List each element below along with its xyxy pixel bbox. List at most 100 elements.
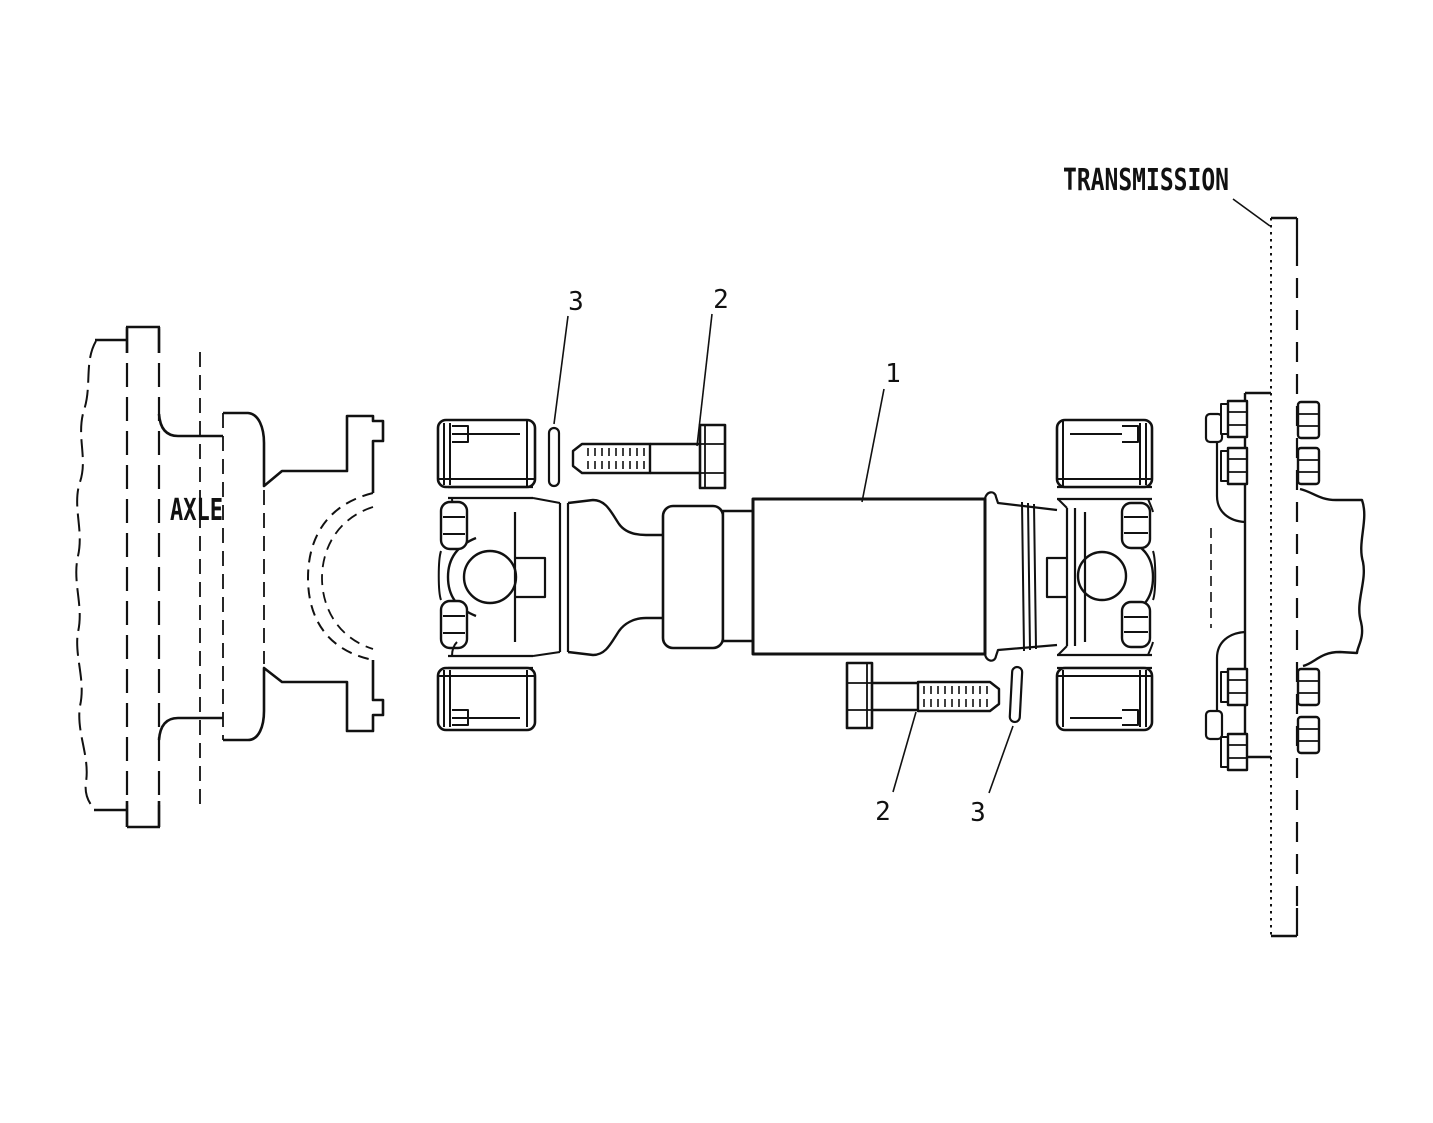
bolt-head [1226, 446, 1249, 486]
trunnion-cap-body [1120, 501, 1152, 550]
bearing-cap-detail [438, 670, 535, 727]
flange-nut-1 [1296, 400, 1321, 440]
slip-yoke-arm-top [567, 498, 663, 537]
fasteners [547, 423, 1024, 730]
flange-bolt-2 [1220, 446, 1249, 486]
flange-nut-4 [1296, 715, 1321, 755]
flange-hub-profile-bottom [1215, 630, 1246, 725]
yoke-notch [515, 556, 547, 599]
nut-body [1296, 400, 1321, 440]
trunnion-cap-bands [1124, 516, 1148, 534]
axle-flange-bottom-edge [157, 716, 223, 741]
callout-drive-shaft: 1 [861, 359, 901, 503]
bearing-cap-detail [438, 421, 535, 486]
axle-yoke-fill [223, 413, 383, 740]
bolt-head [845, 661, 874, 730]
yoke-shoulder-bottom [1057, 641, 1154, 656]
bolt-head-facets [1228, 411, 1247, 426]
shaft-tube [751, 497, 987, 656]
bolt-head-detail [700, 425, 725, 488]
nut-facets [1298, 728, 1319, 742]
bearing-cap-detail [1057, 670, 1152, 727]
bolt-head [1226, 667, 1249, 707]
spring-pin-upper [547, 426, 561, 488]
callout-number: 2 [875, 797, 891, 827]
bolt-head [1226, 399, 1249, 439]
axle-yoke-bore-arc-outer [307, 492, 374, 661]
trunnion-cap-upper-right [1120, 501, 1152, 550]
transmission-assembly [1204, 216, 1366, 938]
bolt-head-facets [1228, 679, 1247, 694]
yoke-rim-top [448, 485, 533, 500]
flange-nut-2 [1296, 446, 1321, 486]
bearing-cap-body [1055, 666, 1154, 732]
leader-line [861, 388, 885, 503]
yoke-lug-edge [1152, 550, 1157, 601]
callout-number: 3 [970, 798, 986, 828]
yoke-shoulder-top [1057, 498, 1154, 513]
axle-yoke-outline-lower [223, 660, 385, 742]
yoke-shoulder-bottom [451, 641, 561, 657]
slip-yoke-sleeve-lines [558, 503, 570, 652]
axle-label: AXLE [170, 493, 223, 528]
bearing-cap-body [436, 418, 537, 489]
trunnion-cap-body [439, 599, 469, 650]
axle-tube-bottom-edge [94, 808, 160, 829]
transmission-leader-line [1232, 198, 1271, 227]
bolt-thread-ticks [587, 448, 645, 469]
bolt-head [698, 423, 727, 490]
axle-flange-top-edge [157, 413, 223, 438]
collar-connector [721, 509, 755, 643]
yoke-sleeve-lines [1065, 508, 1077, 646]
callouts: 1 2 3 2 3 [553, 285, 1014, 828]
callout-number: 2 [713, 285, 729, 315]
bearing-cap-detail [1057, 421, 1152, 486]
labels: AXLE TRANSMISSION [170, 163, 1271, 528]
trunnion-cap-bands [1124, 616, 1148, 633]
axle-yoke-bore-arc-inner [321, 506, 374, 650]
yoke-notch [1045, 556, 1067, 599]
leader-line [892, 711, 917, 793]
left-universal-joint [436, 418, 755, 732]
bolt-thread-body [571, 442, 652, 475]
yoke-lug-edge [437, 550, 442, 601]
callout-pin-upper: 3 [553, 287, 584, 425]
spring-pin-body [1008, 665, 1024, 724]
flange-hub-tab-bottom [1204, 709, 1224, 741]
axle-tube-wall-caps [125, 327, 161, 827]
trunnion-cap-bands [443, 615, 465, 634]
flange-hub-profile-top [1215, 429, 1246, 524]
spring-pin-lower [1008, 665, 1024, 724]
flange-bolt-1 [1220, 399, 1249, 439]
drive-shaft [751, 491, 1058, 662]
cap-screw-upper [571, 423, 727, 490]
trunnion-cap-bands [443, 516, 465, 535]
bolt-head [1226, 732, 1249, 772]
shaft-neck-bottom [983, 643, 1058, 662]
slip-collar [661, 504, 725, 650]
bearing-cap-body [436, 666, 537, 732]
output-housing-fill [1300, 500, 1358, 652]
axle-tube-top-edge [95, 325, 160, 342]
callout-pin-lower: 3 [970, 725, 1014, 828]
trunnion-cap-upper-left [439, 500, 469, 551]
callout-number: 1 [885, 359, 901, 389]
nut-facets [1298, 680, 1319, 694]
axle-assembly [75, 325, 385, 829]
bolt-thread-ticks [923, 686, 988, 707]
nut-facets [1298, 459, 1319, 473]
bolt-head-facets [1228, 744, 1247, 759]
bearing-cap-top-left [436, 418, 537, 489]
output-housing-outline [1299, 487, 1366, 668]
trunnion-cap-body [439, 500, 469, 551]
nut-body [1296, 446, 1321, 486]
transmission-label: TRANSMISSION [1063, 163, 1229, 198]
slip-yoke-arm-bottom [567, 616, 663, 657]
nut-facets [1298, 413, 1319, 427]
bolt-shank [872, 681, 918, 712]
leader-line [553, 315, 569, 425]
yoke-shoulder-top [451, 497, 561, 513]
trunnion-cap-lower-left [439, 599, 469, 650]
callout-bolt-upper: 2 [696, 285, 729, 447]
